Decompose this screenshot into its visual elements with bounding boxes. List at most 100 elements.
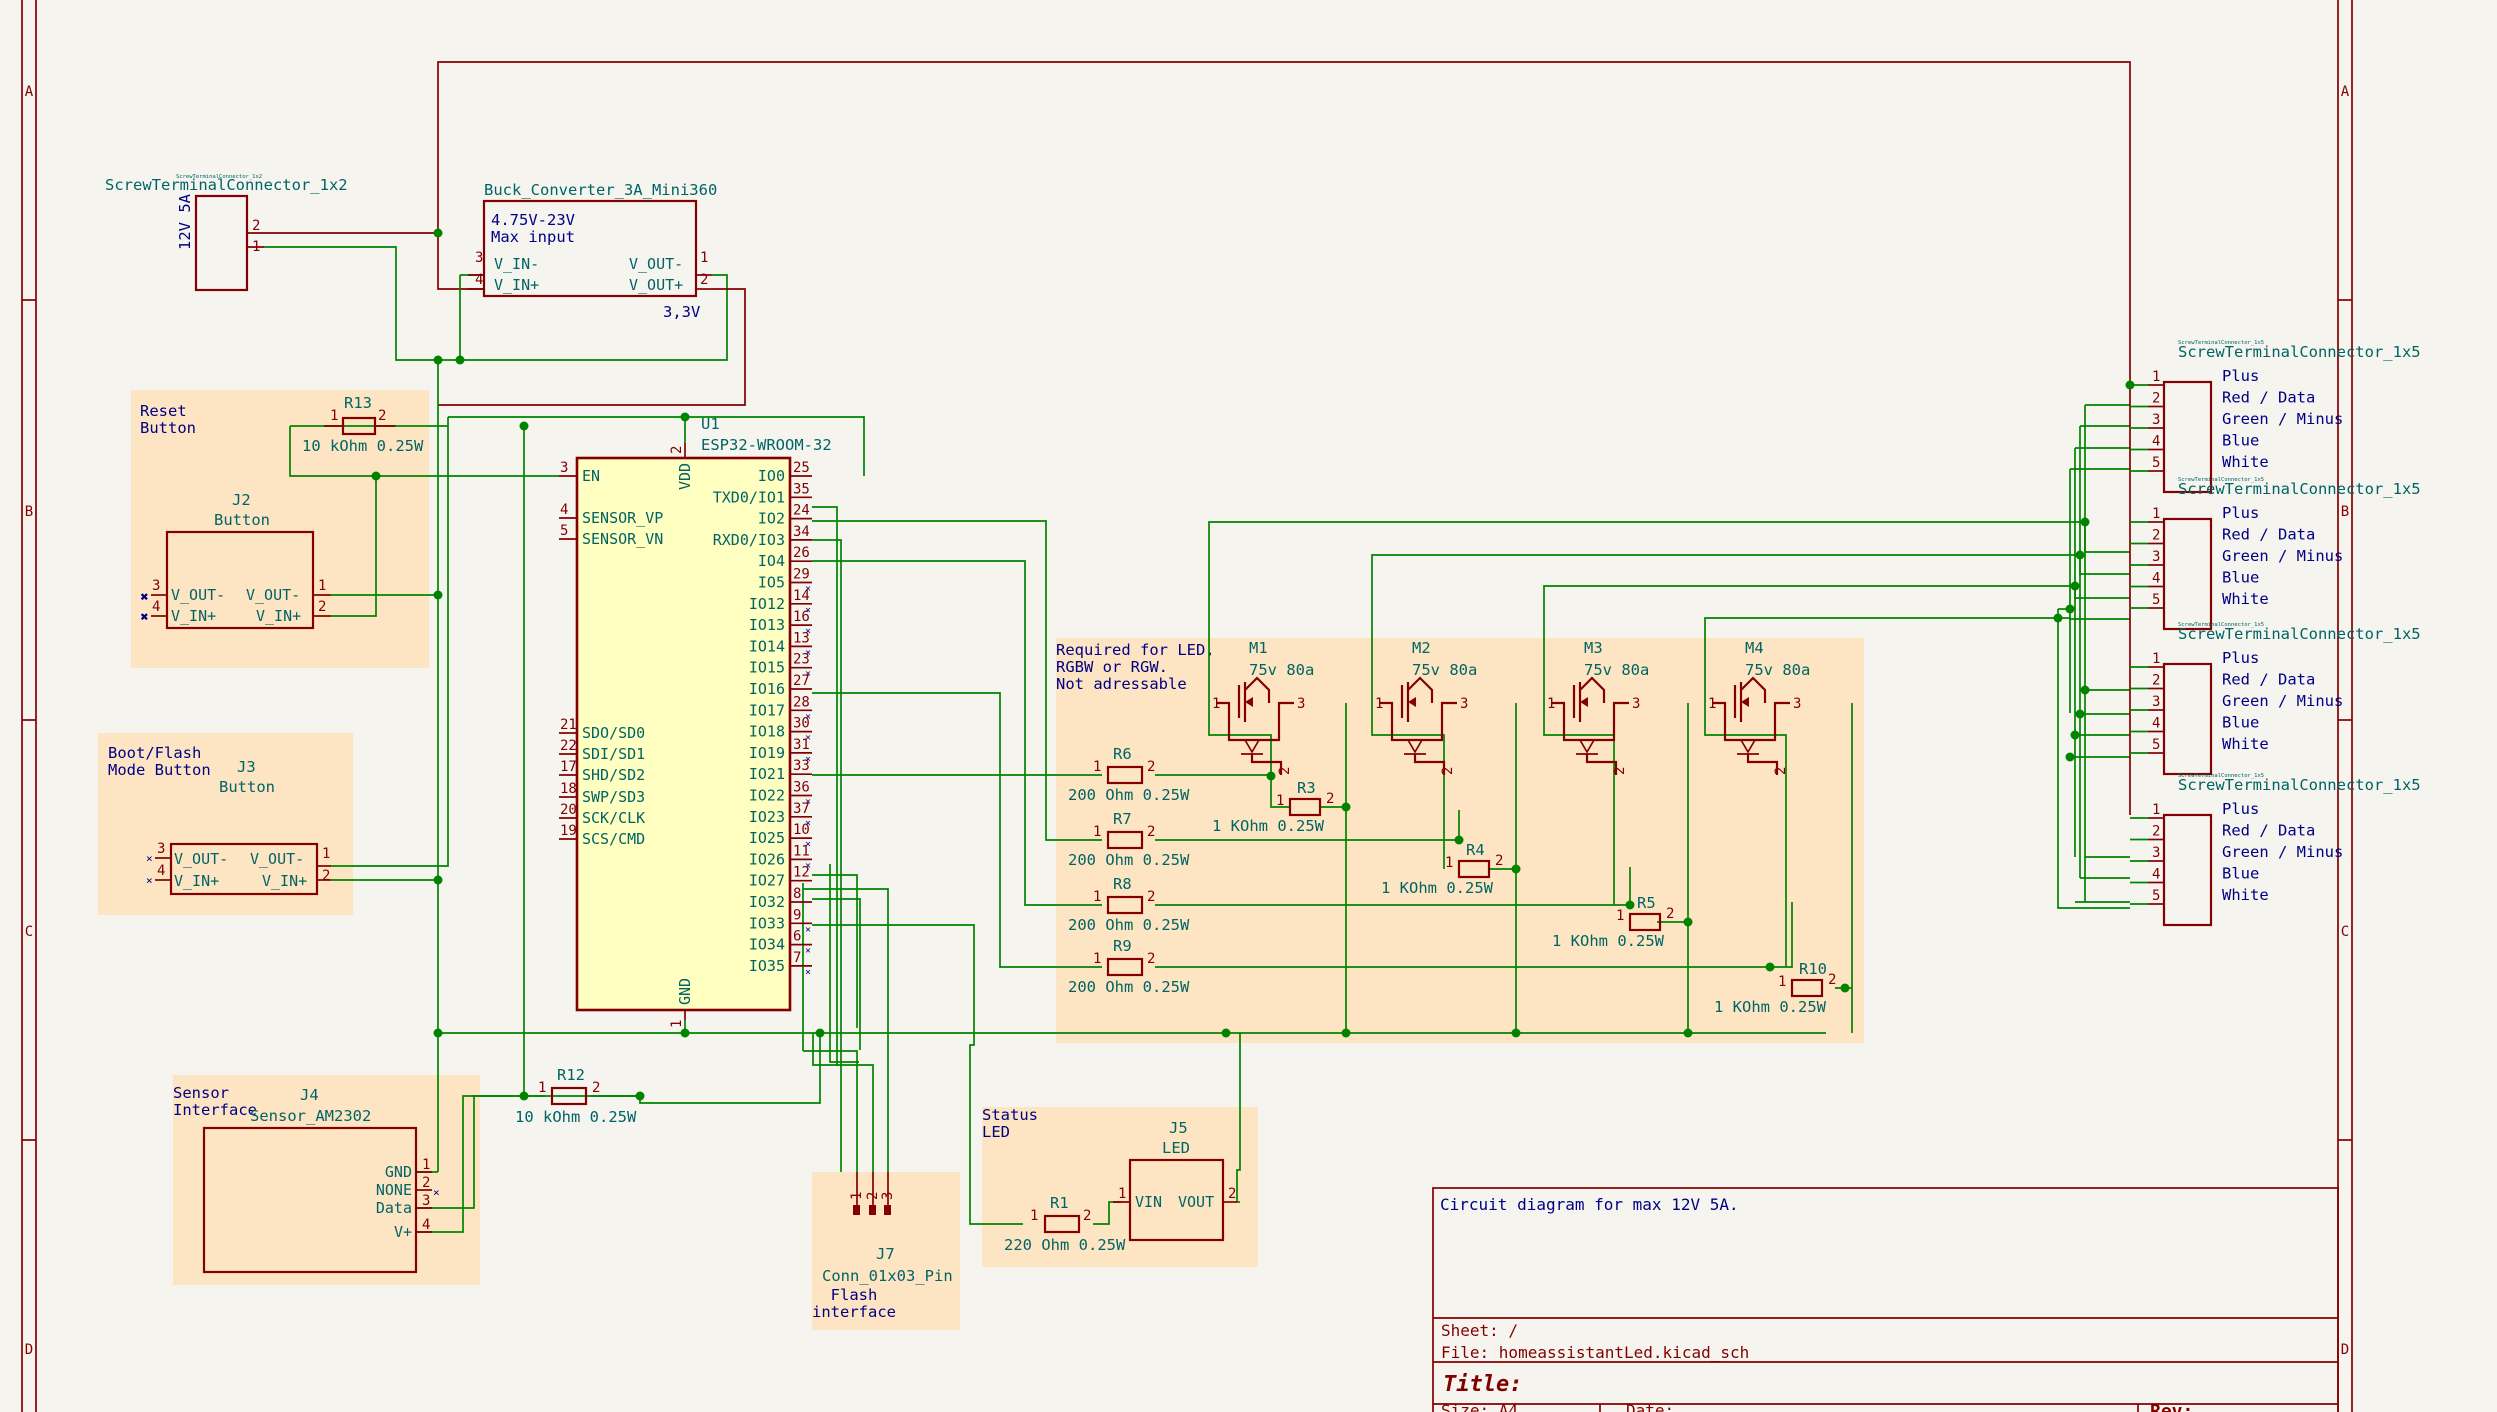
out-conn-pin-num: 5 xyxy=(2152,455,2160,471)
mosfet-value: 75v 80a xyxy=(1584,661,1649,679)
j3-pin-1: 1 xyxy=(322,846,330,862)
junction-dot xyxy=(2053,613,2063,623)
out-conn-tiny: ScrewTerminalConnector_1x5 xyxy=(2178,477,2264,483)
u1-right-pin-name: IO17 xyxy=(749,701,785,719)
out-conn-body xyxy=(2162,380,2213,494)
junction-dot xyxy=(1341,802,1351,812)
junction-dot xyxy=(433,355,443,365)
junction-dot xyxy=(2080,685,2090,695)
j2-noconn: × xyxy=(141,590,148,603)
out-conn-pin-num: 1 xyxy=(2152,506,2160,522)
mosfet-source xyxy=(1413,754,1446,775)
buck-ref: Buck_Converter_3A_Mini360 xyxy=(484,181,717,199)
sheet-frame: A B C D A B C D xyxy=(21,0,2353,1412)
u1-noconn: × xyxy=(805,605,811,616)
j3-right-vin: V_IN+ xyxy=(262,872,307,890)
j3-noconn: × xyxy=(146,852,153,865)
u1-right-pin-name: IO23 xyxy=(749,808,785,826)
pull-res-ref: R5 xyxy=(1637,894,1656,912)
u1-gnd-pin: 1 xyxy=(669,1020,685,1028)
title-comment: Circuit diagram for max 12V 5A. xyxy=(1440,1195,1739,1214)
button-j2[interactable]: J2 Button × × 3 4 V_OUT- V_IN+ 1 2 V_OUT… xyxy=(140,491,331,630)
frame-row-c-right: C xyxy=(2341,924,2349,940)
pull-res-value: 1 KOhm 0.25W xyxy=(1381,879,1494,897)
junction-dot xyxy=(1221,1028,1231,1038)
u1-left-pin-num: 20 xyxy=(560,802,577,818)
junction-dot xyxy=(1266,771,1276,781)
screw-terminal-1x5-1[interactable]: ScrewTerminalConnector_1x5ScrewTerminalC… xyxy=(2130,340,2421,494)
junction-dot xyxy=(2075,550,2085,560)
led-j5[interactable]: J5 LED 1 2 VIN VOUT xyxy=(1113,1119,1237,1242)
out-conn-pin-label: White xyxy=(2222,886,2269,904)
u1-gnd-label: GND xyxy=(676,978,694,1005)
u1-left-pin-name: SCK/CLK xyxy=(582,809,645,827)
resistor-r12[interactable]: R12 1 2 10 kOhm 0.25W xyxy=(515,1066,637,1126)
out-conn-pin-label: Plus xyxy=(2222,800,2259,818)
mosfet-pin-2: 2 xyxy=(1277,767,1293,775)
r1-ref: R1 xyxy=(1050,1194,1069,1212)
buck-converter[interactable]: Buck_Converter_3A_Mini360 4.75V-23V Max … xyxy=(468,181,717,321)
out-conn-pin-num: 1 xyxy=(2152,802,2160,818)
u1-right-pin-num: 35 xyxy=(793,481,810,497)
out-conn-ref: ScrewTerminalConnector_1x5 xyxy=(2178,480,2421,498)
r13-ref: R13 xyxy=(344,394,372,412)
flash-connector-j7[interactable]: 1 2 3 J7 Conn_01x03_Pin xyxy=(822,1172,953,1285)
junction-dot xyxy=(815,1028,825,1038)
frame-row-b: B xyxy=(25,504,33,520)
j3-pin-2: 2 xyxy=(322,868,330,884)
title-size: Size: A4 xyxy=(1441,1401,1518,1412)
j4-pin-num: 4 xyxy=(422,1217,430,1233)
mosfet-source xyxy=(1746,754,1779,775)
screw-terminal-1x5-2[interactable]: ScrewTerminalConnector_1x5ScrewTerminalC… xyxy=(2130,477,2421,631)
button-j3[interactable]: J3 Button × × 3 4 V_OUT- V_IN+ 1 2 V_OUT… xyxy=(146,758,331,896)
out-conn-pin-num: 4 xyxy=(2152,434,2160,450)
u1-noconn: × xyxy=(805,733,811,744)
out-conn-pin-num: 1 xyxy=(2152,651,2160,667)
sensor-group xyxy=(173,1075,480,1285)
u1-left-pin-num: 18 xyxy=(560,781,577,797)
screw-terminal-1x5-3[interactable]: ScrewTerminalConnector_1x5ScrewTerminalC… xyxy=(2130,622,2421,776)
u1-right-pin-num: 28 xyxy=(793,694,810,710)
title-file: File: homeassistantLed.kicad_sch xyxy=(1441,1343,1749,1362)
u1-right-pin-name: IO0 xyxy=(758,467,785,485)
out-conn-pin-label: Green / Minus xyxy=(2222,843,2343,861)
u1-right-pin-name: IO26 xyxy=(749,850,785,868)
j2-right-vin: V_IN+ xyxy=(256,607,301,625)
note-line: RGBW or RGW. xyxy=(1056,658,1168,676)
u1-left-pin-name: EN xyxy=(582,467,600,485)
u1-right-pin-name: IO15 xyxy=(749,659,785,677)
input-connector[interactable]: ScrewTerminalConnector_1x2 ScrewTerminal… xyxy=(105,174,348,292)
flash-group xyxy=(812,1172,960,1330)
u1-left-pin-name: SWP/SD3 xyxy=(582,788,645,806)
j7-pin-1: 1 xyxy=(849,1192,865,1200)
u1-right-pin-num: 29 xyxy=(793,567,810,583)
out-conn-pin-num: 3 xyxy=(2152,694,2160,710)
u1-noconn: × xyxy=(805,967,811,978)
buck-pin-vout-plus: V_OUT+ xyxy=(629,276,683,294)
r12-pin-1: 1 xyxy=(538,1080,546,1096)
resistor-r13[interactable]: R13 1 2 10 kOhm 0.25W xyxy=(302,394,424,455)
u1-noconn: × xyxy=(805,626,811,637)
pull-res-value: 1 KOhm 0.25W xyxy=(1552,932,1665,950)
screw-terminal-1x5-4[interactable]: ScrewTerminalConnector_1x5ScrewTerminalC… xyxy=(2130,773,2421,927)
gate-res-value: 200 Ohm 0.25W xyxy=(1068,851,1190,869)
j5-value: LED xyxy=(1162,1139,1190,1157)
mosfet-arrow xyxy=(1245,697,1253,707)
pull-res-body xyxy=(1288,797,1322,817)
out-conn-tiny: ScrewTerminalConnector_1x5 xyxy=(2178,773,2264,779)
u1-noconn: × xyxy=(805,754,811,765)
buck-out-note: 3,3V xyxy=(663,303,700,321)
junction-dot xyxy=(2080,517,2090,527)
resistor-r1[interactable]: R1 1 2 220 Ohm 0.25W xyxy=(1004,1194,1126,1254)
junction-dot xyxy=(433,875,443,885)
j5-vin: VIN xyxy=(1135,1193,1162,1211)
j4-pin-num: 3 xyxy=(422,1193,430,1209)
